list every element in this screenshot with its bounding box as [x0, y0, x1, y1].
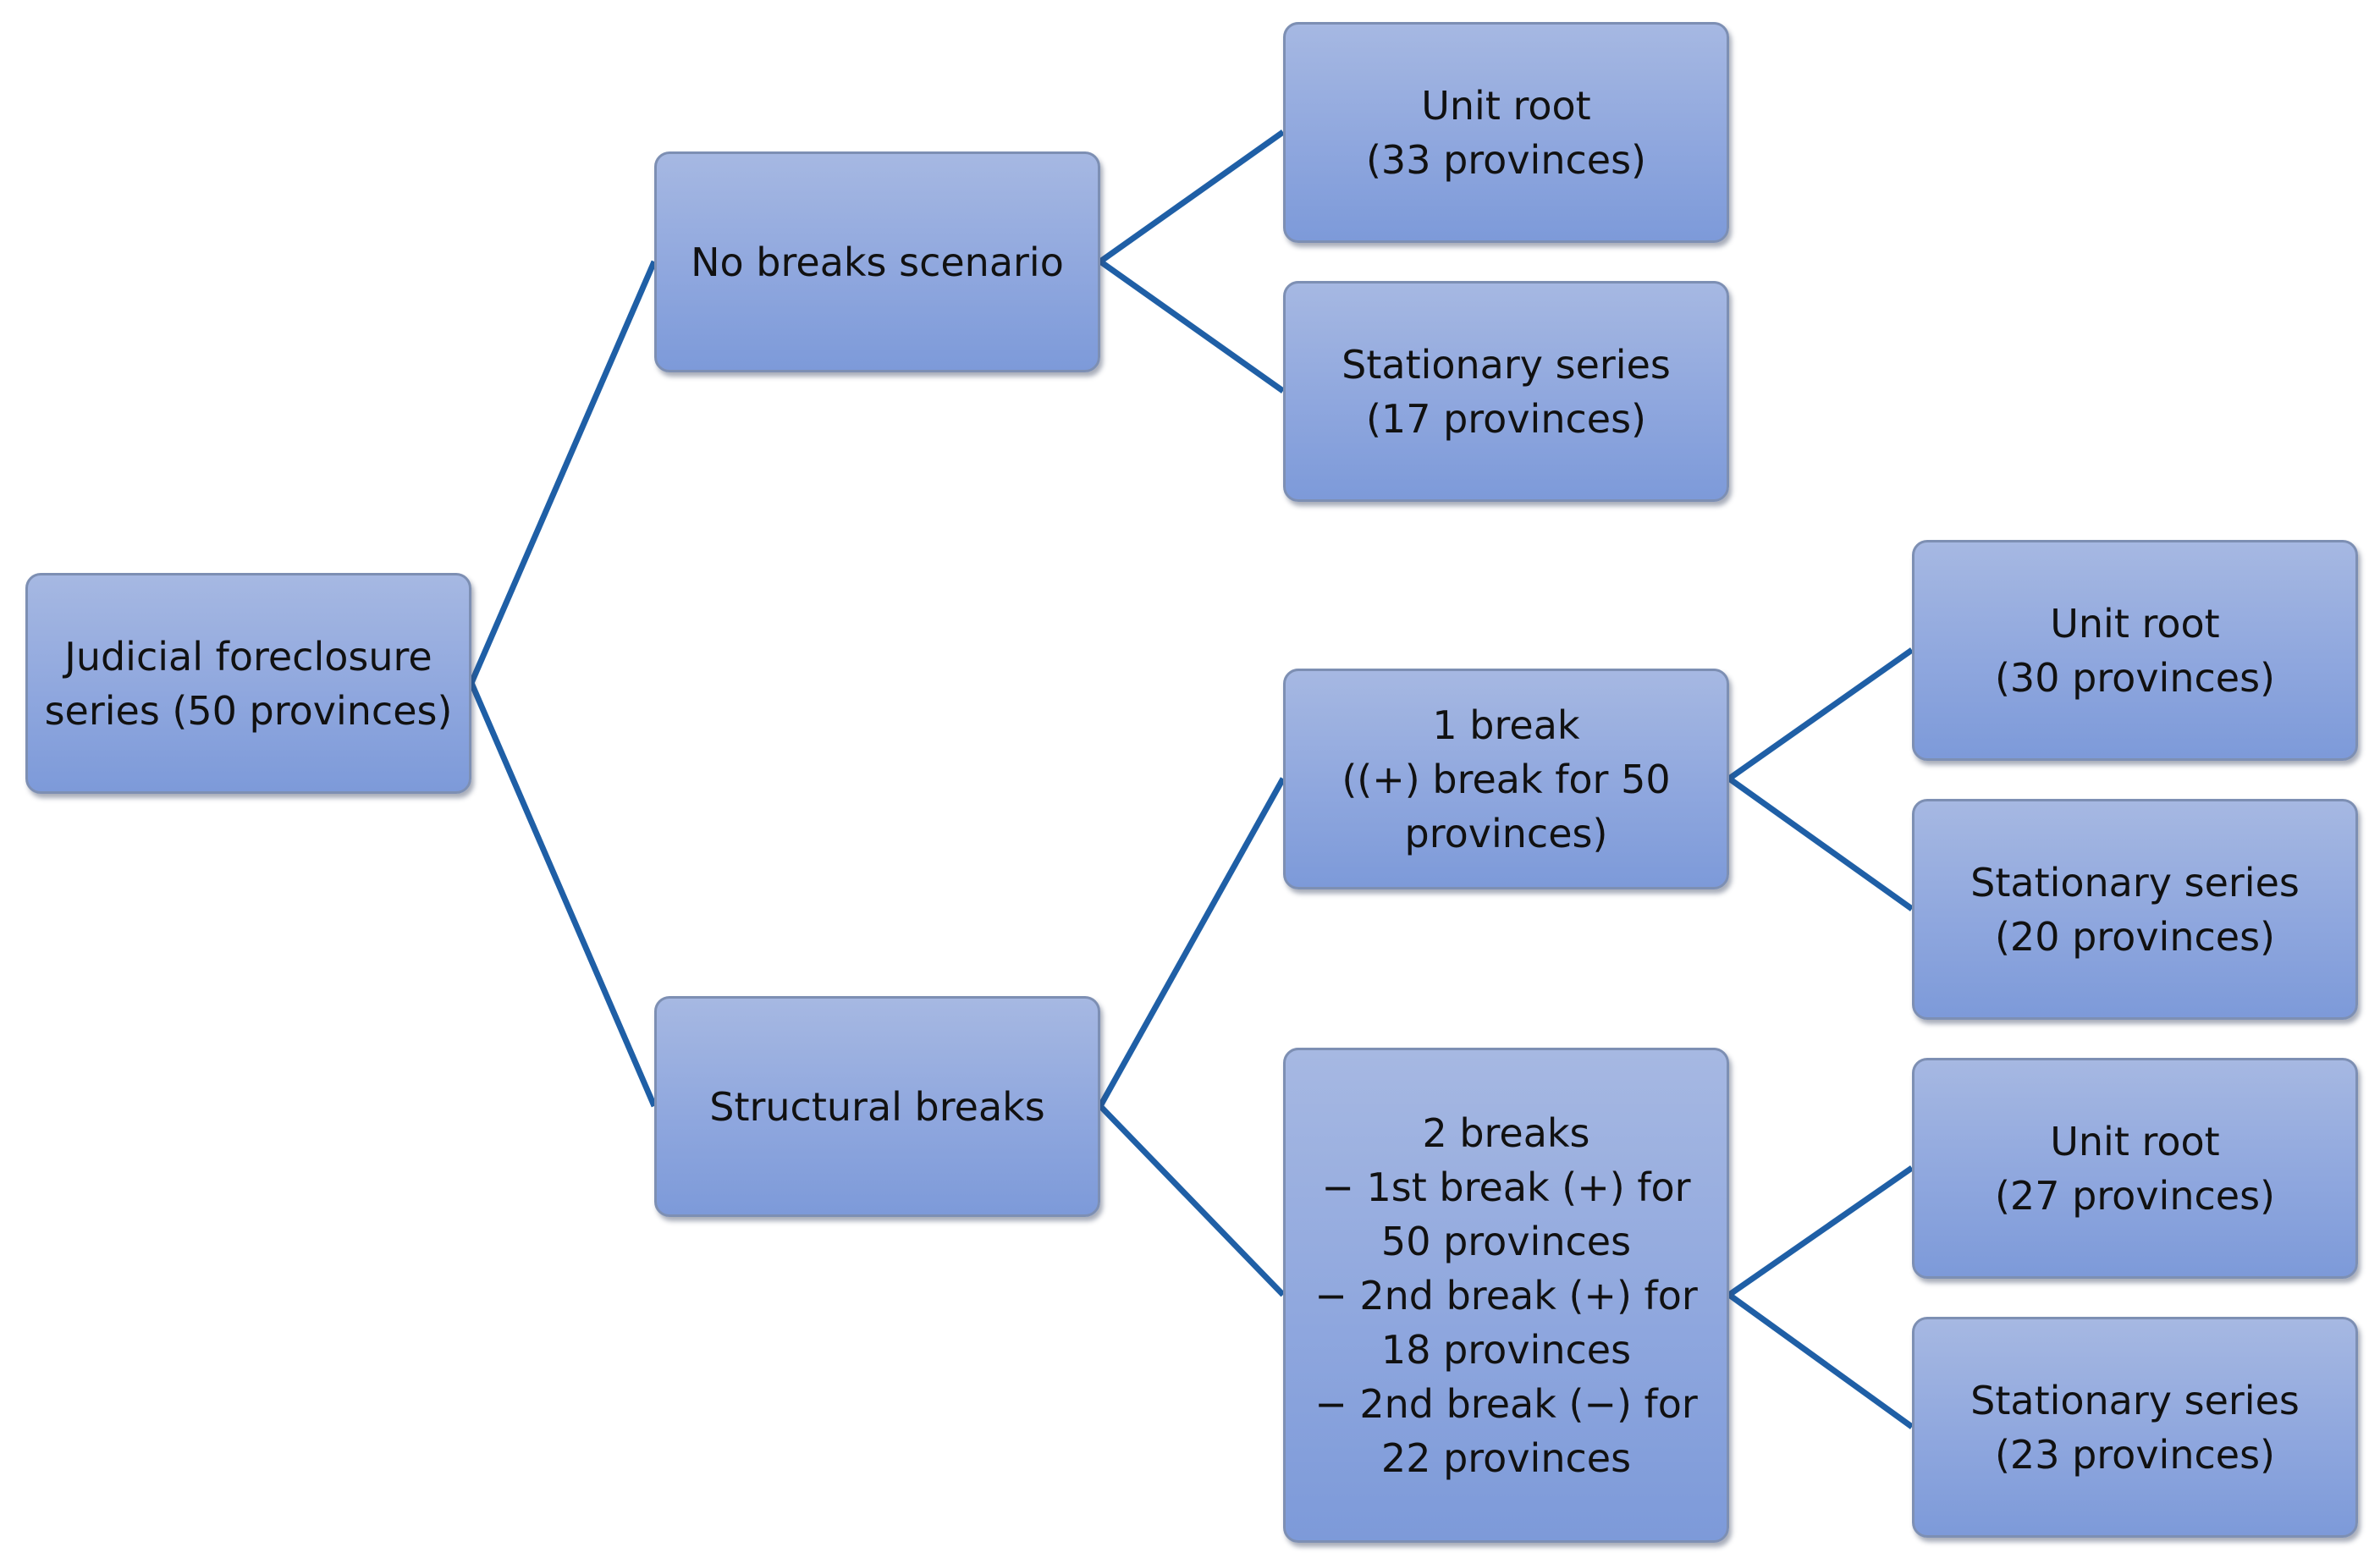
connector-one-break-to-unit-root	[1727, 647, 1914, 781]
connector-structural-to-two-breaks	[1098, 1104, 1286, 1297]
node-structural-breaks: Structural breaks	[654, 996, 1100, 1217]
node-no-breaks-unit-root: Unit root (33 provinces)	[1283, 22, 1729, 243]
connector-no-breaks-to-stationary	[1098, 259, 1286, 394]
node-two-breaks: 2 breaks − 1st break (+) for 50 province…	[1283, 1048, 1729, 1543]
connector-root-to-no-breaks	[468, 260, 658, 685]
node-label: Stationary series (17 provinces)	[1342, 341, 1671, 442]
connector-two-breaks-to-stationary	[1727, 1292, 1914, 1429]
node-no-breaks-stationary-series: Stationary series (17 provinces)	[1283, 281, 1729, 502]
connector-root-to-structural-breaks	[468, 681, 658, 1108]
node-label: Structural breaks	[709, 1083, 1045, 1130]
node-label: Stationary series (20 provinces)	[1970, 859, 2300, 960]
node-judicial-foreclosure-series: Judicial foreclosure series (50 province…	[25, 573, 471, 794]
node-two-breaks-unit-root: Unit root (27 provinces)	[1912, 1058, 2358, 1279]
node-label: No breaks scenario	[691, 239, 1064, 285]
node-label: Stationary series (23 provinces)	[1970, 1377, 2300, 1478]
connector-one-break-to-stationary	[1727, 776, 1914, 911]
node-label: Unit root (27 provinces)	[1994, 1118, 2275, 1219]
node-no-breaks-scenario: No breaks scenario	[654, 151, 1100, 372]
node-label: 1 break ((+) break for 50 provinces)	[1342, 702, 1671, 856]
node-label: Unit root (33 provinces)	[1365, 82, 1646, 183]
node-label: Unit root (30 provinces)	[1994, 600, 2275, 701]
node-label: Judicial foreclosure series (50 province…	[44, 633, 453, 734]
node-one-break-stationary-series: Stationary series (20 provinces)	[1912, 799, 2358, 1020]
node-two-breaks-stationary-series: Stationary series (23 provinces)	[1912, 1317, 2358, 1538]
node-one-break-unit-root: Unit root (30 provinces)	[1912, 540, 2358, 761]
node-label: 2 breaks − 1st break (+) for 50 province…	[1314, 1109, 1698, 1481]
connector-structural-to-one-break	[1097, 777, 1286, 1108]
connector-no-breaks-to-unit-root	[1098, 129, 1286, 264]
connector-two-breaks-to-unit-root	[1727, 1165, 1914, 1297]
node-one-break: 1 break ((+) break for 50 provinces)	[1283, 669, 1729, 889]
